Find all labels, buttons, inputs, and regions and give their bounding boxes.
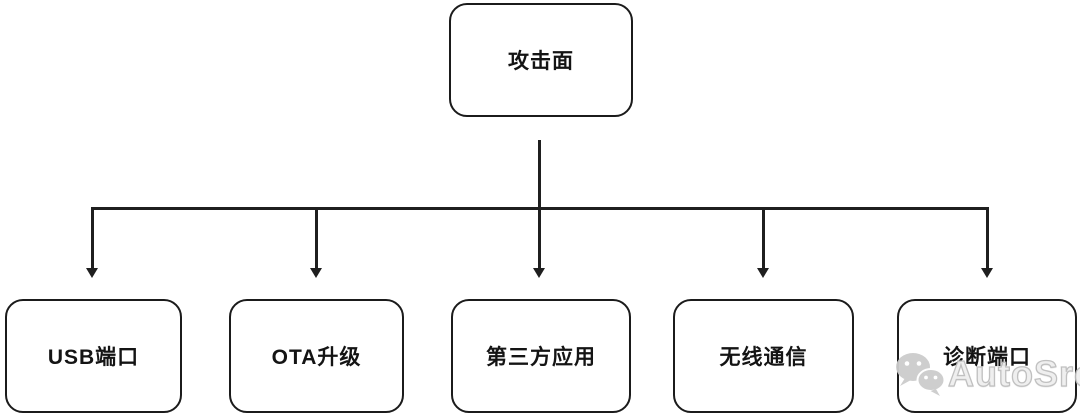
connector-drop-usb	[91, 207, 94, 269]
node-wireless-comm-label: 无线通信	[719, 346, 808, 369]
arrow-down-icon	[310, 268, 322, 278]
node-usb-port-label: USB端口	[47, 346, 140, 369]
arrow-down-icon	[86, 268, 98, 278]
watermark-text: AutoSrc	[947, 352, 1080, 394]
node-attack-surface: 攻击面	[449, 3, 633, 117]
arrow-down-icon	[981, 268, 993, 278]
node-ota-upgrade: OTA升级	[229, 299, 404, 413]
node-diagnostic-port: 诊断端口	[897, 299, 1077, 413]
arrow-down-icon	[757, 268, 769, 278]
node-third-party-app: 第三方应用	[451, 299, 631, 413]
connector-drop-diagnostic	[986, 207, 989, 269]
arrow-down-icon	[533, 268, 545, 278]
node-diagnostic-port-label: 诊断端口	[943, 346, 1031, 369]
connector-root-stub	[538, 140, 541, 208]
node-usb-port: USB端口	[5, 299, 182, 413]
node-wireless-comm: 无线通信	[673, 299, 854, 413]
node-attack-surface-label: 攻击面	[508, 50, 574, 73]
wechat-icon	[896, 353, 946, 396]
node-ota-upgrade-label: OTA升级	[271, 346, 362, 369]
connector-drop-ota	[315, 207, 318, 269]
connector-drop-wireless	[762, 207, 765, 269]
node-third-party-app-label: 第三方应用	[486, 346, 596, 369]
watermark: AutoSrc	[894, 350, 1080, 398]
connector-drop-thirdparty	[538, 207, 541, 269]
